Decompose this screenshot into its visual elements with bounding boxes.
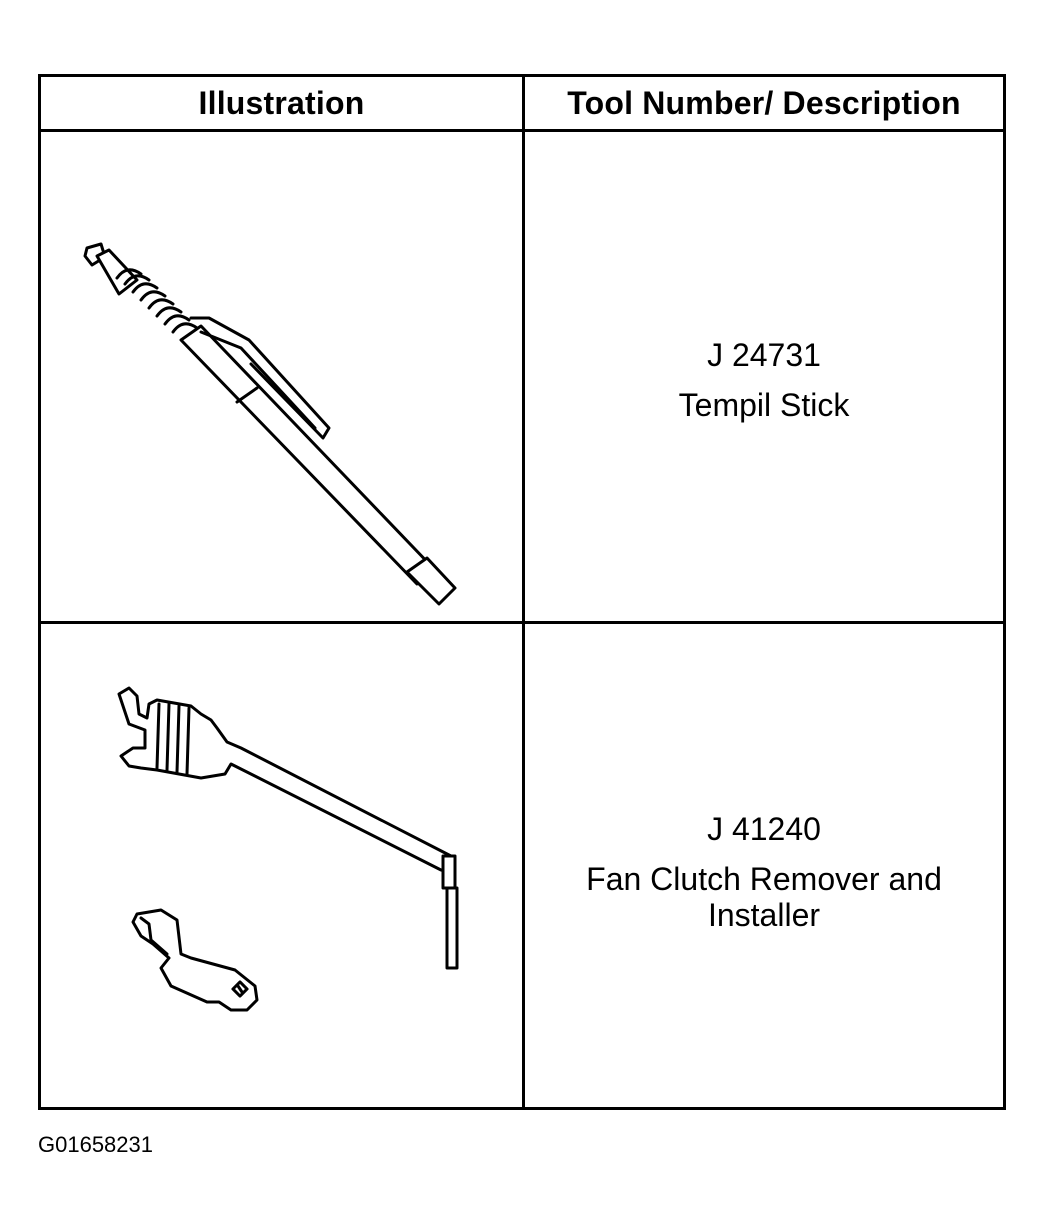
row-divider	[41, 621, 1003, 624]
header-illustration: Illustration	[198, 84, 365, 121]
figure-id: G01658231	[38, 1132, 153, 1157]
tool-number: J 41240	[707, 811, 821, 847]
tool-description-cell-row-2: J 41240 Fan Clutch Remover and Installer	[525, 811, 1003, 933]
header-divider	[41, 129, 1003, 132]
tool-description: Fan Clutch Remover and Installer	[586, 861, 942, 933]
header-tool-description: Tool Number/ Description	[567, 84, 961, 121]
tool-description: Tempil Stick	[678, 387, 850, 423]
tool-description-cell-row-1: J 24731 Tempil Stick	[525, 337, 1003, 423]
fan-clutch-wrench-icon	[117, 686, 459, 1012]
column-divider	[522, 77, 525, 1107]
illustration-cell-row-2	[41, 624, 522, 1107]
illustration-cell-row-1	[41, 132, 522, 621]
tool-number: J 24731	[707, 337, 821, 373]
tool-table: Illustration Tool Number/ Description	[38, 74, 1006, 1110]
tempil-stick-icon	[83, 242, 457, 606]
